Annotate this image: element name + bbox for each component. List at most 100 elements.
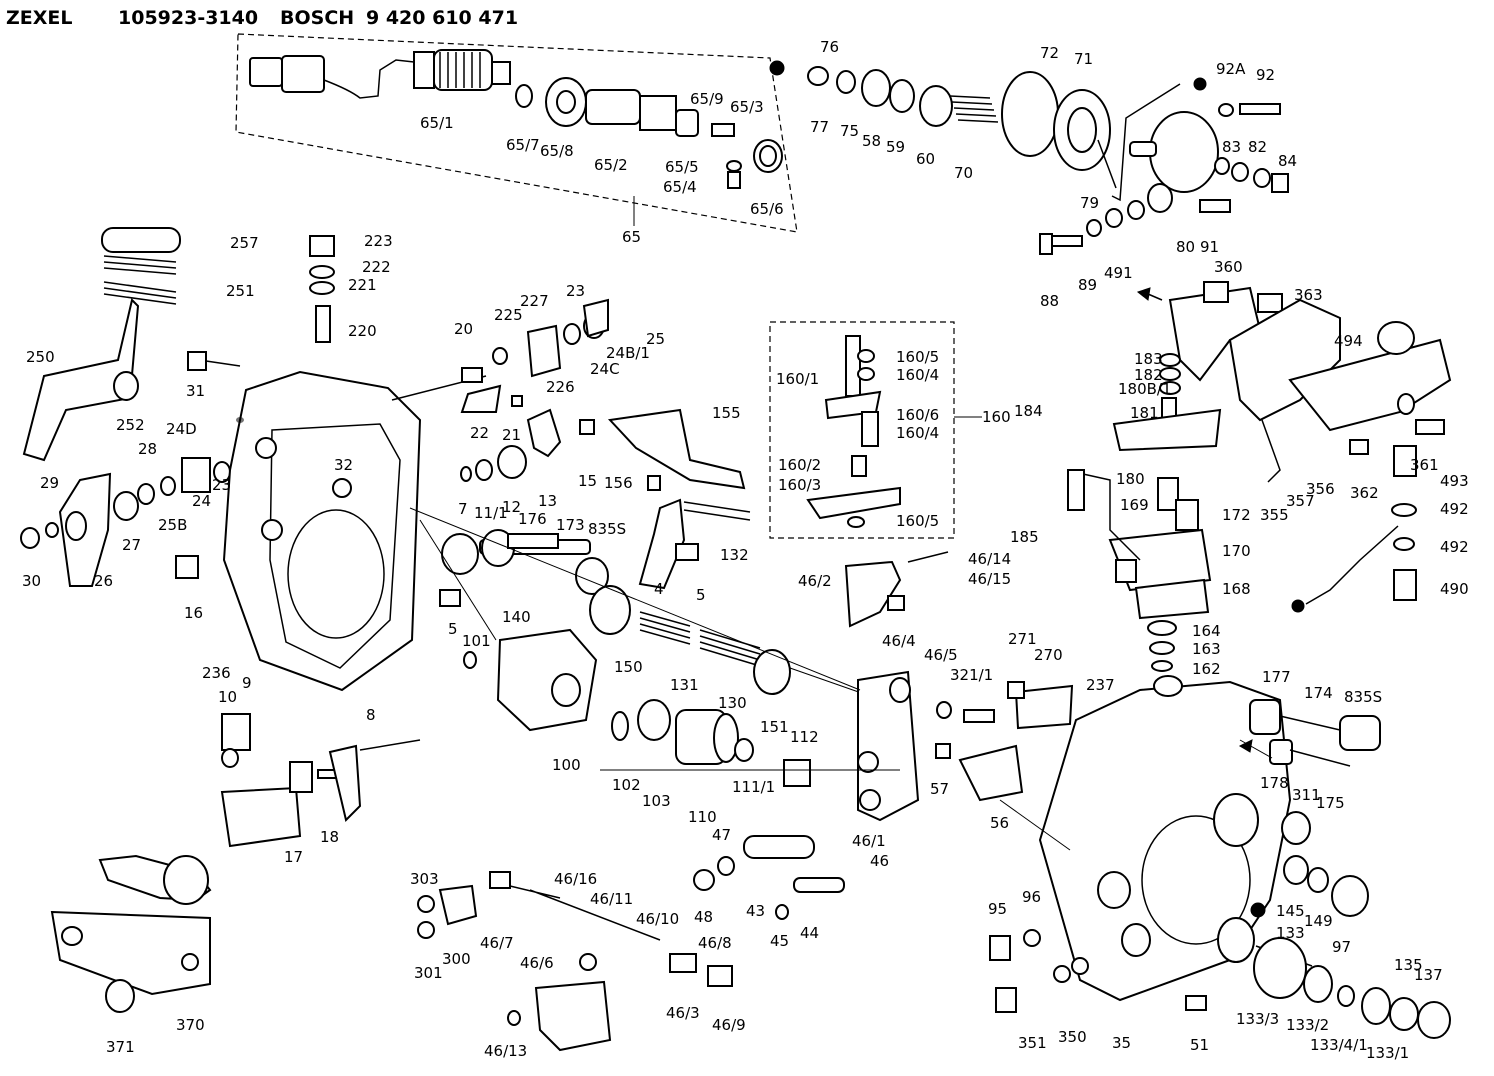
callout: 96 (1022, 888, 1041, 906)
callout: 160/4 (896, 424, 939, 442)
callout: 163 (1192, 640, 1221, 658)
callout: 48 (694, 908, 713, 926)
callout: 133/3 (1236, 1010, 1279, 1028)
callout: 24 (192, 492, 211, 510)
callout: 371 (106, 1038, 135, 1056)
callout: 29 (40, 474, 59, 492)
callout: 92 (1256, 66, 1275, 84)
callout: 170 (1222, 542, 1251, 560)
callout: 46/10 (636, 910, 679, 928)
callout: 46/1 (852, 832, 886, 850)
callout: 160 (982, 408, 1011, 426)
callout: 140 (502, 608, 531, 626)
oem-title: BOSCH (280, 7, 354, 29)
callout: 160/3 (778, 476, 821, 494)
callout: 72 (1040, 44, 1059, 62)
callout: 178 (1260, 774, 1289, 792)
callout: 10 (218, 688, 237, 706)
callout: 271 (1008, 630, 1037, 648)
callout: 23 (566, 282, 585, 300)
callout: 65/3 (730, 98, 764, 116)
callout: 56 (990, 814, 1009, 832)
callout: 65/5 (665, 158, 699, 176)
callout: 103 (642, 792, 671, 810)
callout: 303 (410, 870, 439, 888)
callout: 13 (538, 492, 557, 510)
callout: 168 (1222, 580, 1251, 598)
callout: 65/7 (506, 136, 540, 154)
callout: 111/1 (732, 778, 775, 796)
callout: 7 (458, 500, 468, 518)
callout: 46/13 (484, 1042, 527, 1060)
callout: 46/11 (590, 890, 633, 908)
callout: 270 (1034, 646, 1063, 664)
callout: 91 (1200, 238, 1219, 256)
callout: 45 (770, 932, 789, 950)
callout: 137 (1414, 966, 1443, 984)
callout: 28 (138, 440, 157, 458)
callout: 160/5 (896, 512, 939, 530)
callout: 82 (1248, 138, 1267, 156)
callout: 92A (1216, 60, 1246, 78)
callout: 356 (1306, 480, 1335, 498)
callout: 130 (718, 694, 747, 712)
callout: 24C (590, 360, 620, 378)
callout: 357 (1286, 492, 1315, 510)
callout: 301 (414, 964, 443, 982)
callout: 300 (442, 950, 471, 968)
callout: 65 (622, 228, 641, 246)
callout: 223 (364, 232, 393, 250)
callout: 18 (320, 828, 339, 846)
center-shaft-parts (391, 298, 871, 787)
callout: 83 (1222, 138, 1241, 156)
callout: 225 (494, 306, 523, 324)
callout: 135 (1394, 956, 1423, 974)
callout: 30 (22, 572, 41, 590)
callout: 183 (1134, 350, 1163, 368)
callout: 65/4 (663, 178, 697, 196)
callout: 65/8 (540, 142, 574, 160)
callout: 145 (1276, 902, 1305, 920)
callout: 27 (122, 536, 141, 554)
callout: 9 (242, 674, 252, 692)
callout: 174 (1304, 684, 1333, 702)
callout: 236 (202, 664, 231, 682)
left-springs-levers (20, 227, 335, 587)
callout: 360 (1214, 258, 1243, 276)
callout: 8 (366, 706, 376, 724)
callout: 65/9 (690, 90, 724, 108)
callout: 227 (520, 292, 549, 310)
callout: 17 (284, 848, 303, 866)
right-upper-mechanism (1067, 281, 1452, 672)
callout: 100 (552, 756, 581, 774)
callout: 25B (158, 516, 187, 534)
callout: 180 (1116, 470, 1145, 488)
callout: 250 (26, 348, 55, 366)
callout: 102 (612, 776, 641, 794)
callout: 35 (1112, 1034, 1131, 1052)
callout: 77 (810, 118, 829, 136)
callout: 46/5 (924, 646, 958, 664)
callout: 101 (462, 632, 491, 650)
callout: 362 (1350, 484, 1379, 502)
callout: 46 (870, 852, 889, 870)
callout: 58 (862, 132, 881, 150)
callout: 149 (1304, 912, 1333, 930)
callout: 25 (646, 330, 665, 348)
callout: 46/3 (666, 1004, 700, 1022)
callout: 160/4 (896, 366, 939, 384)
callout: 160/2 (778, 456, 821, 474)
callout: 220 (348, 322, 377, 340)
callout: 160/1 (776, 370, 819, 388)
callout: 59 (886, 138, 905, 156)
callout: 180B/1 (1118, 380, 1172, 398)
callout: 11/1 (474, 504, 508, 522)
callout: 46/2 (798, 572, 832, 590)
callout: 133/2 (1286, 1016, 1329, 1034)
callout-labels: 65/1 65/7 65/8 65/2 65/9 65/3 65/5 65/4 … (22, 38, 1469, 1062)
callout: 492 (1440, 538, 1469, 556)
callout: 5 (696, 586, 706, 604)
callout: 835S (1344, 688, 1382, 706)
callout: 251 (226, 282, 255, 300)
